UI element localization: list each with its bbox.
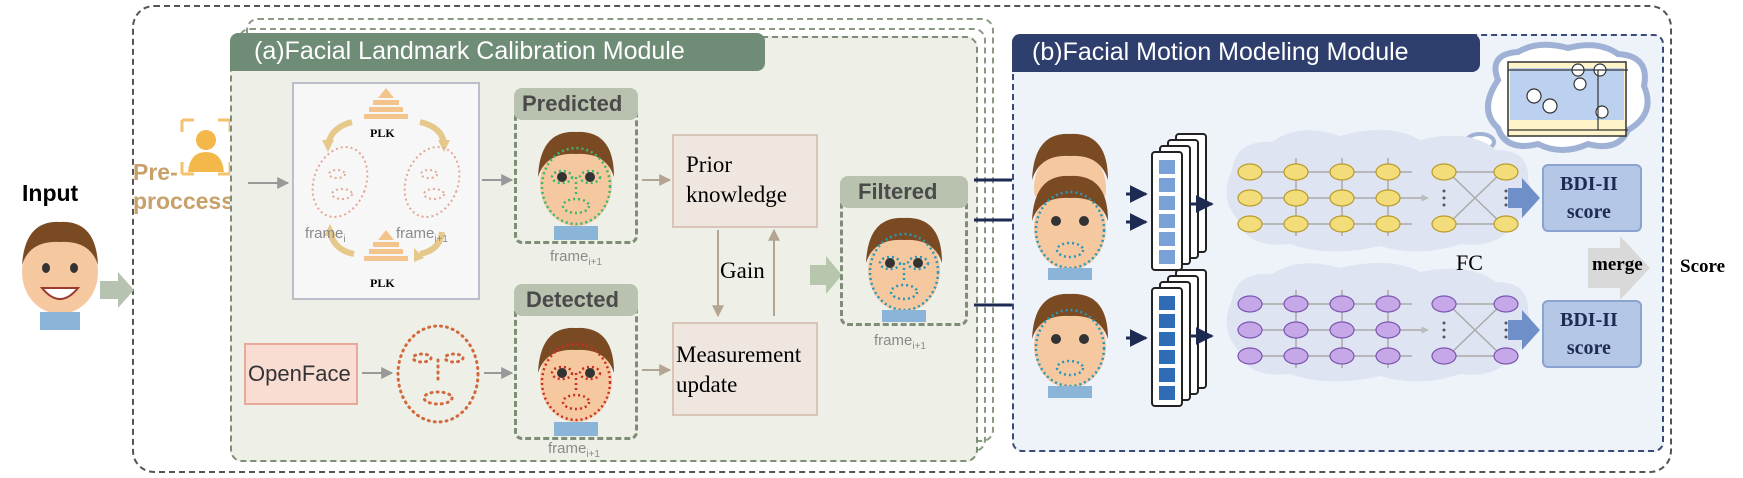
module-b-title-text: (b)Facial Motion Modeling Module: [1032, 38, 1409, 66]
gain-label: Gain: [720, 258, 765, 283]
bdi-score-top-label: BDI-II score: [1560, 173, 1618, 223]
lstm-cell-bubble: [1485, 41, 1651, 153]
filtered-frame-label: framei+1: [874, 332, 926, 352]
frame-i-label: framei: [305, 225, 346, 245]
input-label: Input: [22, 180, 79, 206]
module-b-face-3: [1032, 293, 1108, 398]
filtered-header: [840, 176, 968, 208]
measurement-update-label: Measurement update: [676, 342, 802, 397]
predicted-frame-sub: i+1: [588, 257, 602, 268]
preprocess-label: Pre- proccess: [133, 159, 235, 214]
predicted-frame-text: frame: [550, 248, 589, 265]
filtered-frame-text: frame: [874, 332, 913, 349]
bdi-score-bottom-box: [1542, 300, 1642, 368]
bdi-score-top-box: [1542, 164, 1642, 232]
input-arrow: [100, 272, 134, 308]
fc-label: FC: [1456, 250, 1483, 275]
module-b-title: [1012, 34, 1480, 72]
plk-diagram: [311, 88, 461, 262]
openface-box: [244, 343, 358, 405]
bdi-score-bottom-label: BDI-II score: [1560, 309, 1618, 359]
prior-knowledge-box: [672, 134, 818, 228]
predicted-frame-label: framei+1: [550, 248, 602, 268]
filtered-face: [866, 217, 942, 322]
detected-face: [538, 327, 614, 436]
frame-i1-label: framei+1: [396, 225, 448, 245]
input-face: [22, 221, 98, 330]
feature-stack-bottom: [1151, 269, 1207, 407]
plk-top-label: PLK: [370, 126, 395, 140]
filtered-frame-sub: i+1: [912, 341, 926, 352]
filtered-label: Filtered: [858, 179, 938, 204]
module-a-title: [230, 33, 765, 71]
plk-bottom-label: PLK: [370, 276, 395, 290]
predicted-face: [538, 131, 614, 240]
openface-landmarks: [396, 324, 480, 424]
final-score-label: Score: [1680, 256, 1726, 277]
frame-i1-text: frame: [396, 225, 435, 242]
feature-stack-top: [1151, 133, 1207, 271]
predicted-label: Predicted: [522, 91, 623, 116]
openface-label: OpenFace: [248, 361, 351, 386]
predicted-header: [514, 88, 638, 120]
detected-header: [514, 284, 638, 316]
frame-i1-sub: i+1: [434, 234, 448, 245]
detected-frame-sub: i+1: [586, 449, 600, 460]
detected-frame-text: frame: [548, 440, 587, 457]
prior-knowledge-label: Prior knowledge: [686, 152, 787, 207]
merge-label: merge: [1592, 254, 1643, 275]
detected-label: Detected: [526, 287, 619, 312]
frame-i-text: frame: [305, 225, 344, 242]
detected-frame-label: framei+1: [548, 440, 600, 460]
module-b-face-2: [1032, 175, 1108, 280]
frame-i-sub: i: [343, 234, 346, 245]
measurement-update-box: [672, 322, 818, 416]
module-a-title-text: (a)Facial Landmark Calibration Module: [254, 37, 685, 65]
outer-frame: [132, 5, 1672, 473]
